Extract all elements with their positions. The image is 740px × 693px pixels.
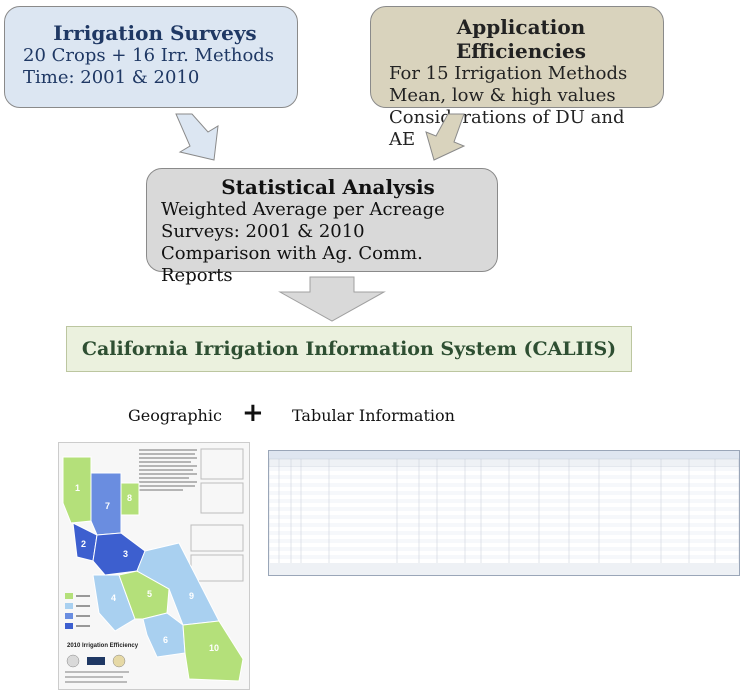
table-row [269, 539, 739, 543]
caliis-banner: California Irrigation Information System… [66, 326, 632, 372]
region-label-1: 1 [75, 483, 80, 493]
table-row [269, 519, 739, 523]
table-row [269, 551, 739, 555]
region-label-7: 7 [105, 501, 110, 511]
table-row [269, 491, 739, 495]
table-row [269, 499, 739, 503]
application-efficiencies-line-1: For 15 Irrigation Methods [389, 63, 628, 84]
table-row [269, 507, 739, 511]
irrigation-surveys-line-2: Time: 2001 & 2010 [23, 67, 200, 88]
region-label-8: 8 [127, 493, 132, 503]
table-row [269, 467, 739, 471]
right-arrow-icon [425, 113, 466, 161]
region-3 [92, 532, 146, 576]
statistical-analysis-line-2: Surveys: 2001 & 2010 [161, 221, 365, 242]
table-row [269, 527, 739, 531]
region-label-4: 4 [111, 593, 116, 603]
table-row [269, 523, 739, 527]
caliis-title: California Irrigation Information System… [81, 338, 617, 360]
region-label-2: 2 [81, 539, 86, 549]
map-text-block [139, 448, 244, 582]
table-row [269, 515, 739, 519]
region-label-10: 10 [209, 643, 219, 653]
plus-sign: + [242, 398, 264, 428]
table-row [269, 483, 739, 487]
table-row [269, 471, 739, 475]
region-label-9: 9 [189, 591, 194, 601]
down-arrow-icon [278, 276, 386, 322]
statistical-analysis-title: Statistical Analysis [221, 175, 435, 199]
table-row [269, 555, 739, 559]
table-row [269, 543, 739, 547]
map-caption: 2010 Irrigation Efficiency [67, 643, 139, 649]
geographic-label: Geographic [128, 406, 222, 425]
table-row [269, 511, 739, 515]
table-row [269, 531, 739, 535]
california-irrigation-map: 1 2 3 4 5 6 7 8 9 10 2010 Irrigation Eff… [58, 442, 250, 690]
table-row [269, 479, 739, 483]
application-efficiencies-line-2: Mean, low & high values [389, 85, 616, 106]
statistical-analysis-line-1: Weighted Average per Acreage [161, 199, 445, 220]
irrigation-surveys-box: Irrigation Surveys 20 Crops + 16 Irr. Me… [4, 6, 298, 108]
statistical-analysis-line-3: Comparison with Ag. Comm. Reports [161, 243, 423, 286]
region-label-3: 3 [123, 549, 128, 559]
table-row [269, 503, 739, 507]
table-row [269, 535, 739, 539]
application-efficiencies-box: Application Efficiencies For 15 Irrigati… [370, 6, 664, 150]
table-row [269, 487, 739, 491]
table-row [269, 559, 739, 563]
tabular-information-table [268, 450, 740, 576]
application-efficiencies-title: Application Efficiencies [455, 15, 587, 63]
region-label-5: 5 [147, 589, 152, 599]
table-row [269, 495, 739, 499]
table-rows [268, 459, 740, 563]
irrigation-surveys-title: Irrigation Surveys [53, 21, 257, 45]
region-1 [62, 456, 92, 524]
left-arrow-icon [175, 113, 219, 161]
region-10 [182, 620, 244, 682]
map-logos [65, 654, 129, 683]
statistical-analysis-box: Statistical Analysis Weighted Average pe… [146, 168, 498, 286]
map-regions [62, 456, 244, 682]
table-graphic [268, 451, 740, 575]
table-row [269, 547, 739, 551]
region-label-6: 6 [163, 635, 168, 645]
map-graphic: 1 2 3 4 5 6 7 8 9 10 2010 Irrigation Eff… [62, 448, 244, 683]
tabular-information-label: Tabular Information [292, 406, 455, 425]
map-legend [65, 593, 90, 629]
region-4 [92, 574, 136, 632]
table-row [269, 475, 739, 479]
irrigation-surveys-line-1: 20 Crops + 16 Irr. Methods [23, 45, 275, 66]
